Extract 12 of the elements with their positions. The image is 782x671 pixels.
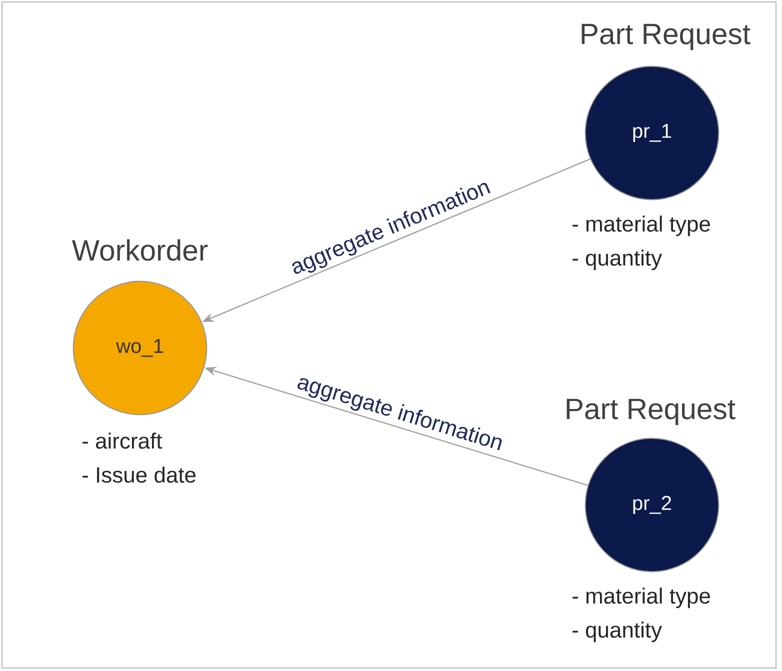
- circle-node: pr_2: [584, 438, 720, 572]
- attribute-text: - material type: [572, 588, 710, 608]
- node-heading: Part Request: [582, 24, 750, 50]
- node-heading: Part Request: [566, 398, 736, 426]
- circle-node: pr_1: [584, 66, 720, 200]
- node-heading: Workorder: [72, 239, 208, 261]
- attribute-text: - Issue date: [82, 466, 196, 483]
- attribute-text: - quantity: [572, 622, 662, 642]
- circle-node: wo_1: [72, 280, 208, 416]
- attribute-text: - quantity: [572, 250, 662, 270]
- attribute-text: - aircraft: [82, 432, 162, 449]
- attribute-text: - material type: [572, 216, 710, 236]
